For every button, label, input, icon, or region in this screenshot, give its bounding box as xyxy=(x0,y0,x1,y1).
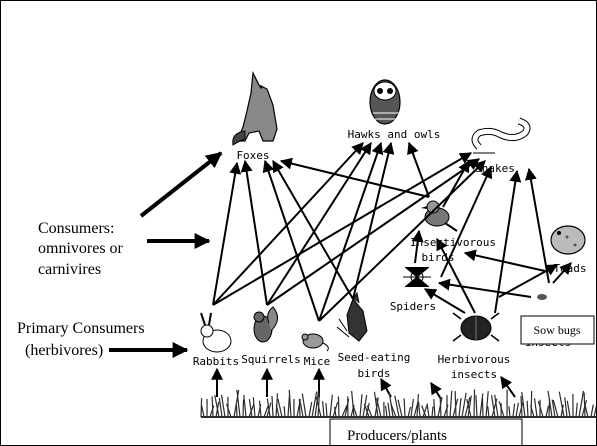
cardinal-illustration xyxy=(336,291,368,342)
spider-illustration xyxy=(403,266,431,288)
label-primary-line1: Primary Consumers xyxy=(17,320,145,337)
producers-box: Producers/plants xyxy=(329,418,523,445)
mouse-illustration xyxy=(301,333,329,352)
label-insectivorous-2: birds xyxy=(421,251,454,264)
label-consumers-line1: Consumers: xyxy=(38,220,114,237)
beetle-illustration xyxy=(452,312,500,342)
food-web-arrows xyxy=(212,141,572,322)
label-consumers-line3: carnivires xyxy=(38,261,101,278)
consumers-arrow-diagonal xyxy=(139,151,223,218)
sow-bugs-box: Sow bugs xyxy=(520,315,595,345)
rabbit-illustration xyxy=(200,312,232,353)
snake-illustration xyxy=(471,117,531,154)
squirrel-illustration xyxy=(253,306,278,343)
toad-illustration xyxy=(550,225,586,255)
sow-bugs-label: Sow bugs xyxy=(533,323,580,337)
label-primary-line2: (herbivores) xyxy=(25,342,103,359)
grass-illustration xyxy=(200,389,596,418)
label-seed-eating-1: Seed-eating xyxy=(338,351,411,364)
label-rabbits: Rabbits xyxy=(193,355,239,368)
fox-illustration xyxy=(232,70,278,146)
label-consumers-line2: omnivores or xyxy=(38,240,124,257)
owl-illustration xyxy=(369,79,401,125)
label-spiders: Spiders xyxy=(390,300,436,313)
label-mice: Mice xyxy=(304,355,331,368)
category-arrows xyxy=(109,151,223,358)
label-herbivorous-1: Herbivorous xyxy=(438,353,511,366)
label-insectivorous-1: Insectivorous xyxy=(410,236,496,249)
producers-label: Producers/plants xyxy=(347,428,447,444)
label-seed-eating-2: birds xyxy=(357,367,390,380)
label-toads: Toads xyxy=(553,262,586,275)
label-snakes: Snakes xyxy=(475,162,515,175)
producer-arrows xyxy=(211,367,516,400)
label-squirrels: Squirrels xyxy=(241,353,301,366)
label-hawks-owls: Hawks and owls xyxy=(348,128,441,141)
label-herbivorous-2: insects xyxy=(451,368,497,381)
small-insect-illustration xyxy=(537,294,547,300)
label-foxes: Foxes xyxy=(236,149,269,162)
